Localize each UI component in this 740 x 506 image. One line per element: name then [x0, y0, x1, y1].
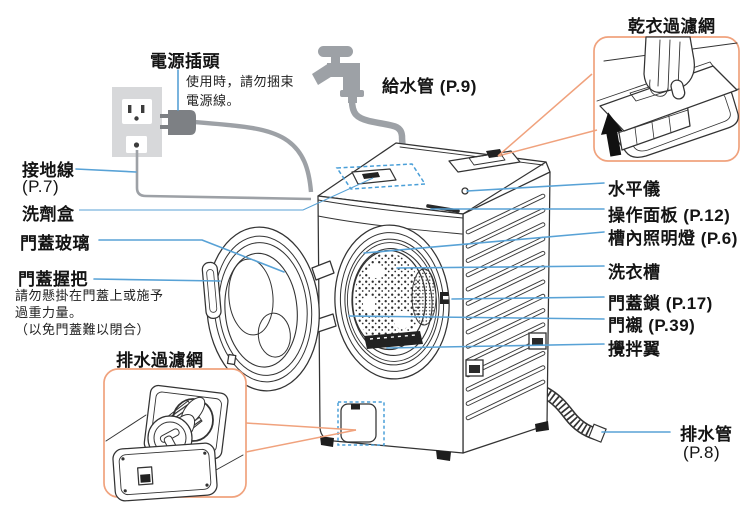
label-power-plug: 電源插頭 [150, 52, 220, 71]
door-handle-note-line2: 過重力量。 [15, 305, 83, 320]
label-drain-hose: 排水管 [680, 425, 733, 444]
dryer-filter-inset [593, 36, 740, 162]
faucet-illustration [312, 46, 407, 155]
label-agitator: 攪拌翼 [608, 340, 661, 359]
label-drum-light: 槽內照明燈 (P.6) [608, 229, 738, 248]
label-door-liner: 門襯 (P.39) [608, 316, 696, 335]
callout-lines [245, 73, 598, 453]
label-level-gauge: 水平儀 [608, 180, 661, 199]
leader-lines [75, 69, 671, 433]
power-plug-illustration [135, 110, 314, 201]
door-handle-note-line1: 請勿懸掛在門蓋上或施予 [15, 288, 164, 303]
label-dryer-filter: 乾衣過濾網 [628, 17, 716, 36]
label-door-lock: 門蓋鎖 (P.17) [608, 294, 713, 313]
drum-opening [311, 224, 450, 380]
door-handle-note-line3: （以免門蓋難以閉合） [15, 322, 151, 337]
label-door-glass: 門蓋玻璃 [20, 234, 90, 253]
label-ground-wire: 接地線 [22, 161, 75, 180]
label-wash-drum: 洗衣槽 [608, 263, 661, 282]
power-plug-note-line1: 使用時，請勿捆束 [186, 74, 295, 89]
label-drain-hose-page: (P.8) [683, 443, 721, 462]
drain-filter-panel [337, 401, 385, 446]
detergent-drawer-area [335, 163, 427, 190]
power-plug-note-line2: 電源線。 [186, 93, 241, 108]
label-control-panel: 操作面板 (P.12) [608, 206, 731, 225]
drain-hose-illustration [540, 386, 607, 443]
label-drain-filter: 排水過濾網 [116, 351, 204, 370]
drain-filter-inset [103, 368, 247, 502]
label-door-handle: 門蓋握把 [18, 270, 88, 289]
power-outlet-illustration [112, 87, 162, 157]
door-handle-part [201, 261, 222, 319]
label-water-supply-hose: 給水管 (P.9) [382, 77, 477, 96]
door-lock-mark [440, 292, 449, 304]
label-ground-wire-page: (P.7) [22, 177, 60, 196]
label-detergent-box: 洗劑盒 [22, 205, 75, 224]
open-door [201, 226, 320, 392]
